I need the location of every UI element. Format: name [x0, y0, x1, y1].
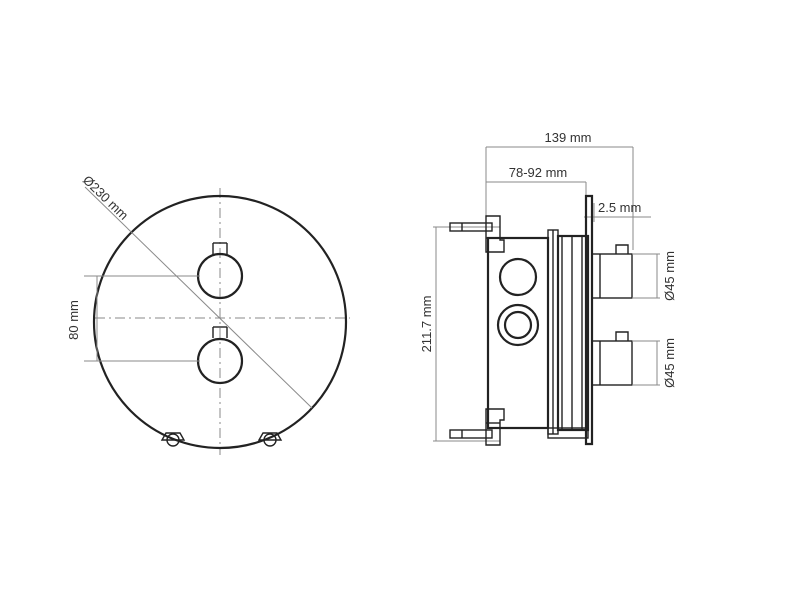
front-spacing-label: 80 mm	[66, 300, 81, 340]
front-mounting-lugs	[160, 432, 283, 447]
depth-label: 139 mm	[545, 130, 592, 145]
valve-box-body	[486, 229, 590, 439]
front-plate-circle	[92, 194, 348, 450]
side-lower-handle	[591, 331, 660, 386]
adjustable-label: 78-92 mm	[509, 165, 568, 180]
adjustable-dimension	[486, 181, 587, 196]
side-front-plate	[584, 194, 594, 446]
height-dimension	[433, 226, 500, 442]
plate-label: 2.5 mm	[598, 200, 641, 215]
front-spacing-dimension	[84, 275, 200, 362]
top-mounting-rod	[449, 215, 505, 253]
side-view: 139 mm 78-92 mm 2.5 mm 211.7 mm	[419, 130, 677, 446]
depth-dimension	[485, 146, 634, 250]
height-label: 211.7 mm	[419, 296, 434, 353]
plate-dimension	[584, 203, 651, 222]
side-ports	[496, 257, 540, 347]
front-diameter-label: Ø230 mm	[80, 172, 131, 222]
side-upper-handle	[591, 244, 660, 299]
front-diameter-leader	[84, 186, 313, 409]
lower-handle-diameter-label: Ø45 mm	[662, 338, 677, 388]
front-view: 80 mm Ø230 mm	[66, 172, 350, 455]
upper-handle-diameter-label: Ø45 mm	[662, 251, 677, 301]
